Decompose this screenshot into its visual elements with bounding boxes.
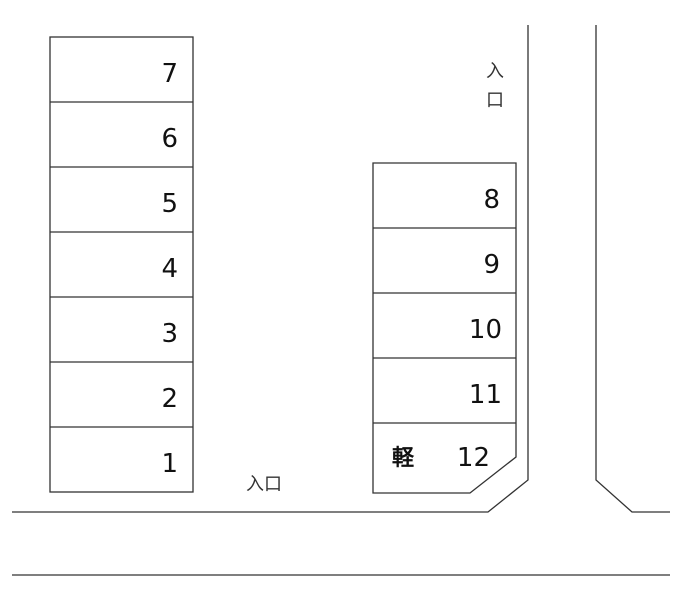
space-6: 6 xyxy=(161,124,178,154)
space-11: 11 xyxy=(469,380,502,410)
road-edge-top xyxy=(12,25,529,513)
space-5: 5 xyxy=(161,189,178,219)
entrance-label-side-2: 口 xyxy=(486,90,504,111)
space-8: 8 xyxy=(483,185,500,215)
entrance-label-bottom: 入口 xyxy=(246,474,282,495)
space-3: 3 xyxy=(161,319,178,349)
left-parking-block: 7 6 5 4 3 2 1 xyxy=(49,36,194,493)
kei-car-mark: 軽 xyxy=(392,445,415,471)
space-4: 4 xyxy=(161,254,178,284)
entrance-label-side-1: 入 xyxy=(486,61,504,82)
space-9: 9 xyxy=(483,250,500,280)
road-edge-right xyxy=(595,25,670,513)
space-7: 7 xyxy=(161,59,178,89)
space-2: 2 xyxy=(161,384,178,414)
space-12: 12 xyxy=(457,443,490,473)
space-10: 10 xyxy=(469,315,502,345)
space-1: 1 xyxy=(161,449,178,479)
right-parking-block: 8 9 10 11 12 軽 xyxy=(372,162,517,494)
